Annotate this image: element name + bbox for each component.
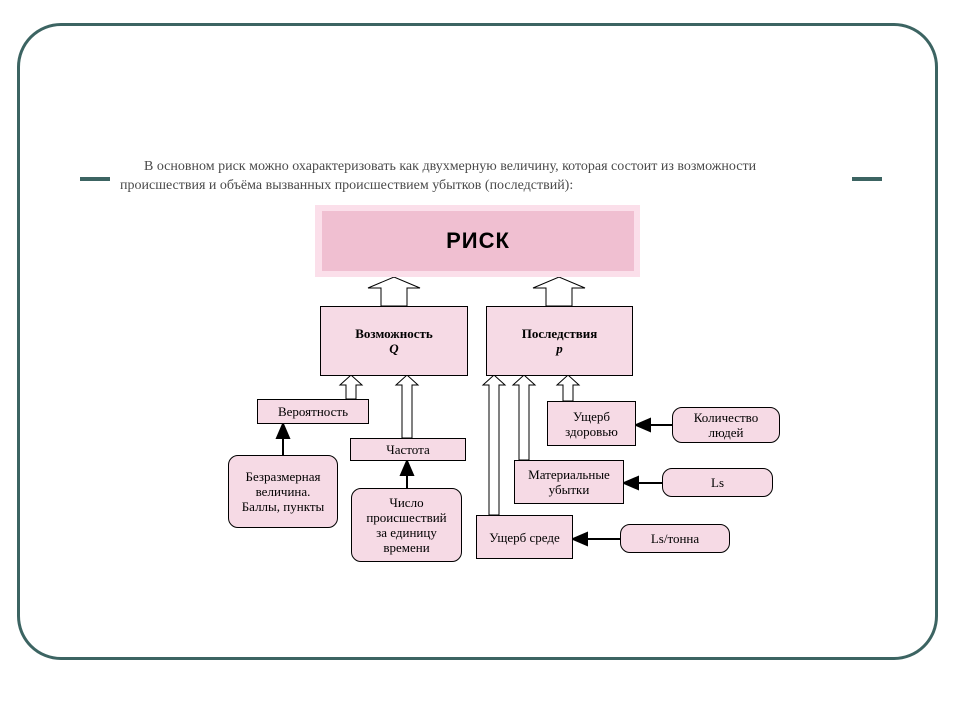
incident-count-box: Число происшествий за единицу времени: [351, 488, 462, 562]
health-damage-line-2: здоровью: [565, 423, 618, 439]
dimensionless-line-3: Баллы, пункты: [241, 499, 325, 514]
material-losses-line-1: Материальные: [528, 467, 610, 482]
risk-box: РИСК: [322, 211, 634, 271]
ls-per-ton-box: Ls/тонна: [620, 524, 730, 553]
arrowhead-ls-to-material: [621, 475, 639, 491]
health-damage-box: Ущерб здоровью: [547, 401, 636, 446]
env-damage-box: Ущерб среде: [476, 515, 573, 559]
probability-box: Вероятность: [257, 399, 369, 424]
arrowhead-people-to-health: [633, 417, 651, 433]
material-losses-box: Материальные убытки: [514, 460, 624, 504]
arrowhead-dimensionless-to-probability: [275, 421, 291, 439]
slide-frame: [17, 23, 938, 660]
left-decor-dash: [80, 177, 110, 181]
hollow-arrow-consequences-to-risk: [532, 276, 586, 307]
people-count-box: Количество людей: [672, 407, 780, 443]
consequences-symbol: p: [556, 341, 563, 356]
incident-count-line-3: за единицу: [376, 525, 437, 540]
hollow-arrow-possibility-to-risk: [367, 276, 421, 307]
possibility-title: Возможность: [355, 326, 433, 341]
dimensionless-line-1: Безразмерная: [245, 469, 321, 484]
possibility-box: Возможность Q: [320, 306, 468, 376]
hollow-arrow-material-to-consequences: [511, 374, 537, 461]
right-decor-dash: [852, 177, 882, 181]
hollow-arrow-health-to-consequences: [555, 374, 581, 402]
arrowhead-count-to-frequency: [399, 458, 415, 476]
material-losses-line-2: убытки: [548, 482, 590, 497]
incident-count-line-2: происшествий: [366, 510, 447, 525]
possibility-symbol: Q: [389, 341, 399, 356]
hollow-arrow-frequency-to-possibility: [394, 374, 420, 439]
consequences-title: Последствия: [521, 326, 598, 341]
people-count-line-2: людей: [708, 425, 744, 440]
incident-count-line-1: Число: [389, 495, 424, 510]
health-damage-line-1: Ущерб: [573, 408, 610, 424]
frequency-box: Частота: [350, 438, 466, 461]
intro-text: В основном риск можно охарактеризовать к…: [120, 159, 757, 193]
hollow-arrow-env-to-consequences: [481, 374, 507, 516]
ls-box: Ls: [662, 468, 773, 497]
arrowhead-lston-to-env: [570, 531, 588, 547]
incident-count-line-4: времени: [383, 540, 430, 555]
hollow-arrow-probability-to-possibility: [338, 374, 364, 400]
dimensionless-box: Безразмерная величина. Баллы, пункты: [228, 455, 338, 528]
dimensionless-line-2: величина.: [255, 484, 311, 499]
people-count-line-1: Количество: [693, 410, 759, 425]
consequences-box: Последствия p: [486, 306, 633, 376]
